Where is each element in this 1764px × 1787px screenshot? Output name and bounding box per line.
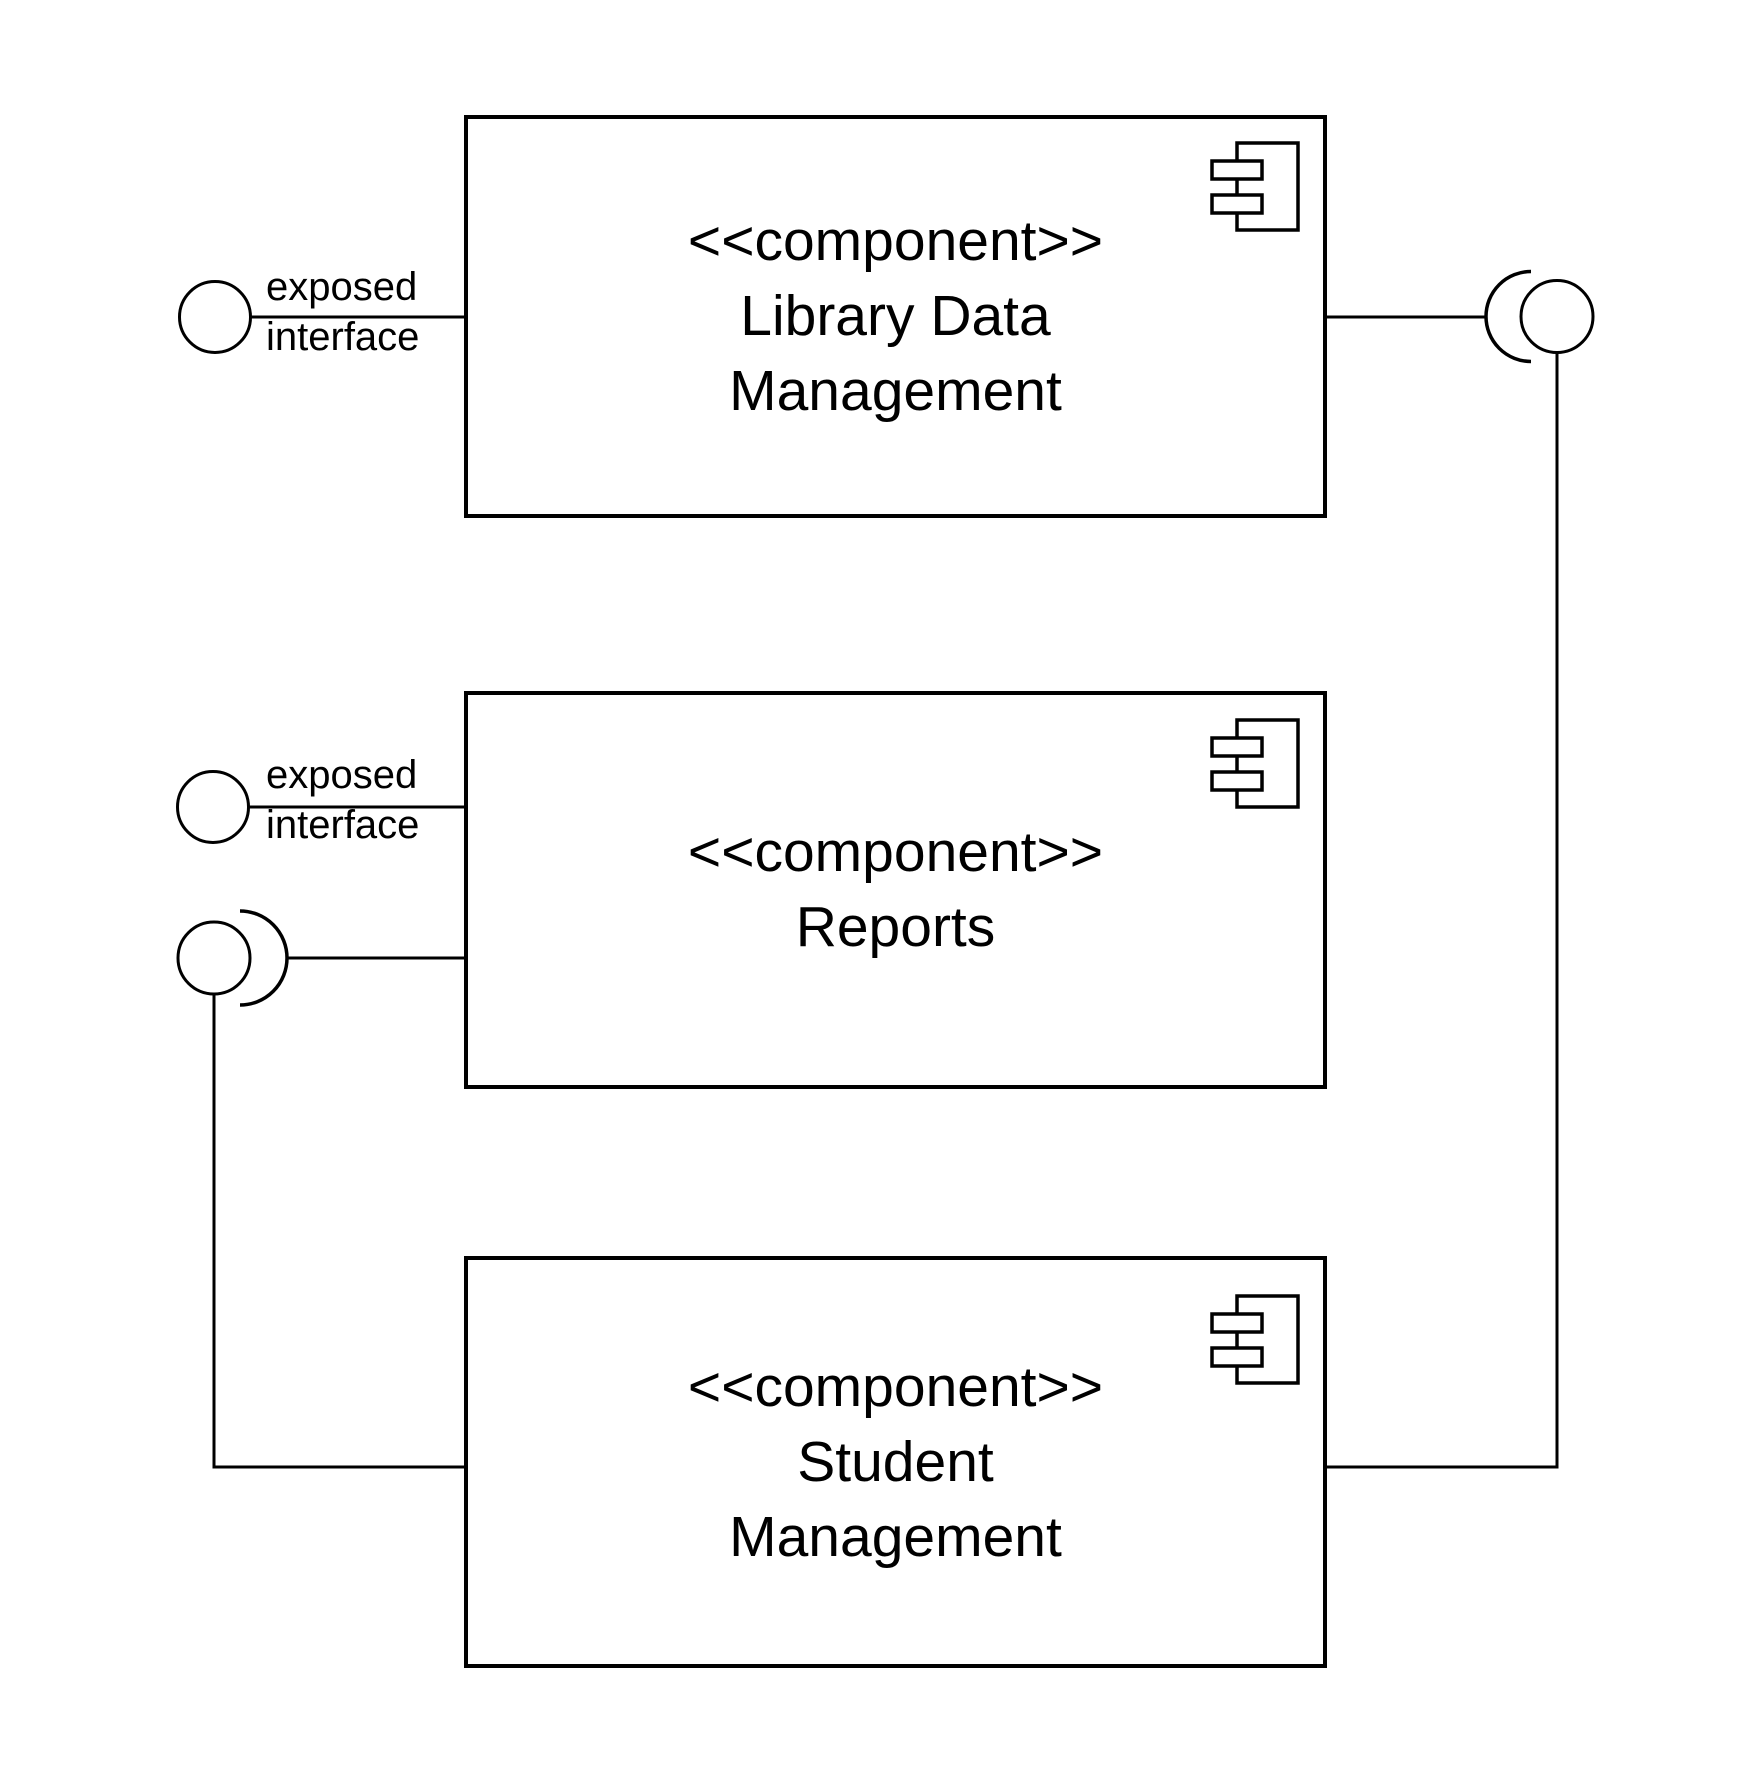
provided-interface-ball-icon <box>176 770 250 844</box>
exposed-interface-label: exposed interface <box>266 262 419 362</box>
connector-line <box>212 994 464 1469</box>
connector-line <box>1327 352 1559 1469</box>
component-stereotype: <<component>> <box>687 820 1104 884</box>
component-name-line: Reports <box>795 895 996 959</box>
component-icon <box>1210 1294 1300 1385</box>
component-icon-tab <box>1210 193 1264 215</box>
provided-interface-ball-icon <box>178 280 252 354</box>
provided-interface-ball-icon <box>1519 279 1595 354</box>
component-icon <box>1210 141 1300 232</box>
exposed-interface-label-line: interface <box>266 315 420 359</box>
component-icon-tab <box>1210 1346 1264 1368</box>
exposed-interface-label-line: exposed <box>266 265 418 309</box>
exposed-interface-label: exposed interface <box>266 750 419 850</box>
component-stereotype: <<component>> <box>687 209 1104 273</box>
required-interface-socket-icon <box>1484 269 1532 364</box>
component-icon-tab <box>1210 159 1264 181</box>
exposed-interface-label-line: interface <box>266 803 420 847</box>
component-name-line: Management <box>729 1504 1062 1569</box>
component-icon-body <box>1235 718 1300 809</box>
component-icon <box>1210 718 1300 809</box>
component-icon-tab <box>1210 770 1264 792</box>
component-name-line: Management <box>729 359 1062 423</box>
provided-interface-ball-icon <box>176 920 252 996</box>
component-label: <<component>> Library Data Management <box>688 204 1103 429</box>
component-student-management: <<component>> Student Management <box>464 1256 1327 1668</box>
component-label: <<component>> Student Management <box>688 1350 1103 1575</box>
component-stereotype: <<component>> <box>687 1354 1104 1419</box>
component-reports: <<component>> Reports <box>464 691 1327 1089</box>
component-icon-body <box>1235 141 1300 232</box>
component-name-line: Student <box>797 1429 994 1494</box>
component-library-data-management: <<component>> Library Data Management <box>464 115 1327 518</box>
component-icon-tab <box>1210 736 1264 758</box>
required-interface-socket-icon <box>239 909 289 1007</box>
component-icon-body <box>1235 1294 1300 1385</box>
exposed-interface-label-line: exposed <box>266 753 418 797</box>
component-name-line: Library Data <box>740 284 1051 348</box>
component-icon-tab <box>1210 1312 1264 1334</box>
component-label: <<component>> Reports <box>688 815 1103 965</box>
